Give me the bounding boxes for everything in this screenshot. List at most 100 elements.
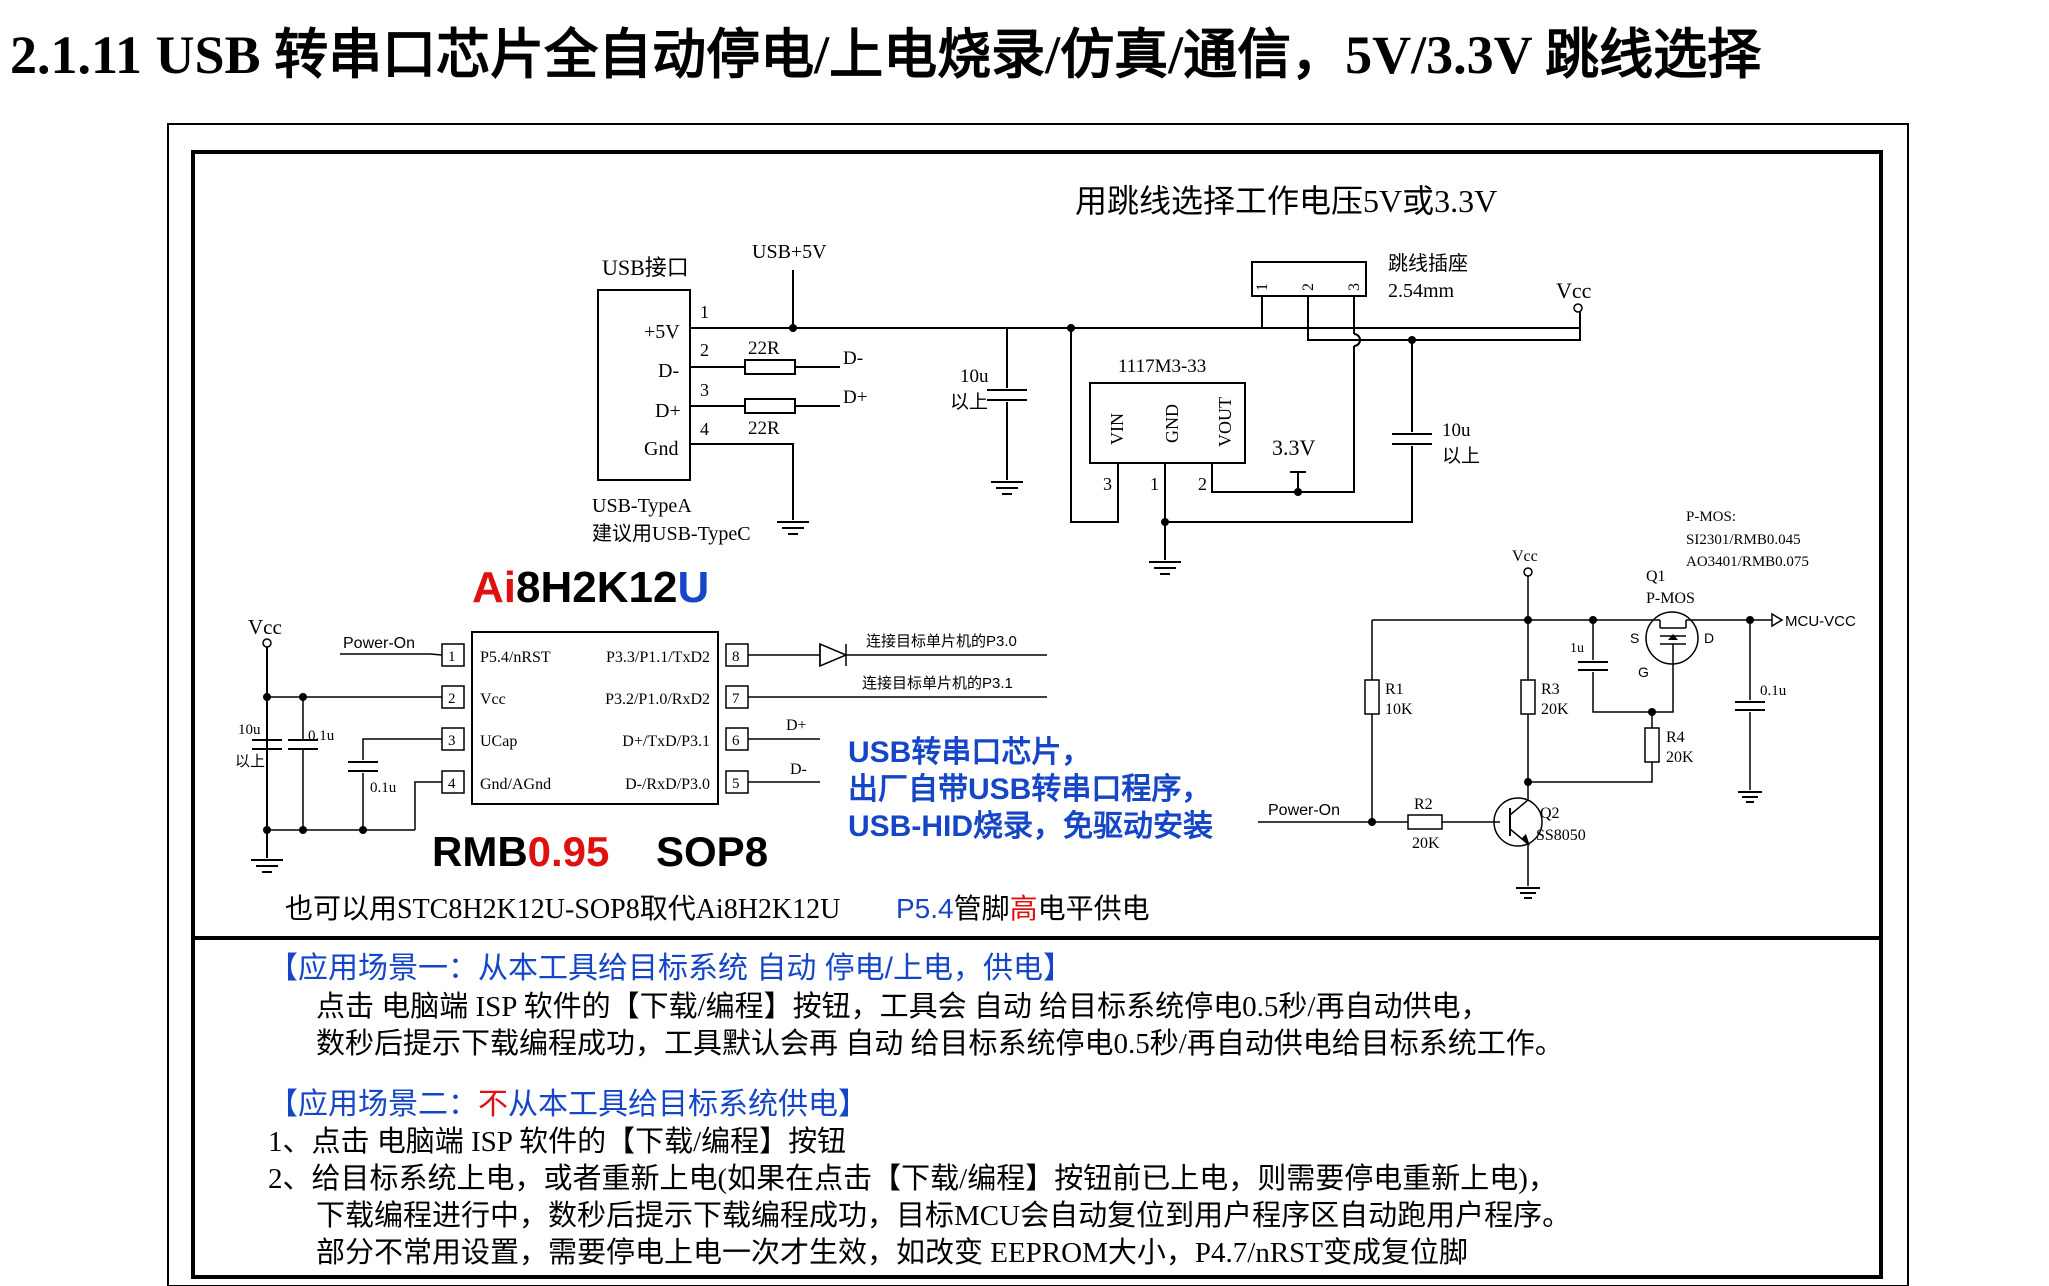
cap-10u-label: 10u (960, 366, 989, 387)
mcu-pin-dm: D-/RxD/P3.0 (625, 776, 710, 793)
usb-5v-rail-label: USB+5V (752, 241, 827, 263)
q1-g: G (1638, 664, 1649, 680)
pmos-q1 (1645, 611, 1699, 665)
ps-cap-01u: 0.1u (1760, 683, 1787, 699)
mcu-pin-txd2: P3.3/P1.1/TxD2 (606, 649, 710, 666)
usb-pin-dm: D- (658, 360, 679, 382)
usb-pin-num-4: 4 (700, 419, 709, 439)
ground-symbol (777, 521, 809, 535)
scenario1-line1: 点击 电脑端 ISP 软件的【下载/编程】按钮，工具会 自动 给目标系统停电0.… (316, 990, 1489, 1023)
jumper-pin-3: 3 (1346, 283, 1363, 291)
regulator-part: 1117M3-33 (1118, 356, 1206, 377)
res2-label: 22R (748, 418, 780, 439)
jumper-pitch: 2.54mm (1388, 280, 1455, 302)
mcu-vcc-net: MCU-VCC (1785, 613, 1856, 630)
r2-label: R2 (1414, 796, 1433, 813)
usb-type-line1: USB-TypeA (592, 495, 692, 517)
page-title: 2.1.11 USB 转串口芯片全自动停电/上电烧录/仿真/通信，5V/3.3V… (10, 25, 1762, 85)
scenario2-line1: 1、点击 电脑端 ISP 软件的【下载/编程】按钮 (268, 1125, 846, 1158)
jumper-pin-2: 2 (1300, 283, 1317, 291)
mcu-left-pins: 1 2 3 4 P5.4/nRST Vcc UCap Gnd/AGnd (441, 643, 551, 794)
ps-power-on: Power-On (1268, 802, 1340, 819)
mcu-chip: Ai8H2K12U 1 2 3 4 P5.4/nRST Vcc UCap Gnd… (235, 563, 1047, 875)
q2-type: SS8050 (1536, 827, 1586, 844)
usb-pin-num-2: 2 (700, 340, 709, 360)
resistor-r2 (1407, 814, 1443, 830)
power-switch-circuit: Vcc P-MOS: SI2301/RMB0.045 AO3401/RMB0.0… (1258, 509, 1856, 899)
mcu-dm-net: D- (790, 761, 807, 778)
usb-dm-net: D- (843, 348, 863, 369)
pmos-opt1: SI2301/RMB0.045 (1686, 532, 1801, 548)
svg-text:2: 2 (448, 691, 456, 707)
resistor-r1 (1364, 679, 1380, 715)
pmos-title: P-MOS: (1686, 509, 1736, 525)
mcu-right-pins: 8 7 6 5 P3.3/P1.1/TxD2 P3.2/P1.0/RxD2 D+… (605, 643, 749, 794)
usb-type-line2: 建议用USB-TypeC (592, 522, 751, 545)
jumper-header: 用跳线选择工作电压5V或3.3V 1 2 3 跳线插座 2.54mm Vcc (1075, 183, 1592, 493)
mcu-pin-dp: D+/TxD/P3.1 (622, 733, 710, 750)
r1-label: R1 (1385, 681, 1404, 698)
res1-label: 22R (748, 338, 780, 359)
p54-note: P5.4管脚高电平供电 (896, 893, 1150, 924)
q1-type: P-MOS (1646, 590, 1695, 607)
reg-pin-vin: VIN (1107, 413, 1127, 445)
jumper-pin-1: 1 (1254, 283, 1271, 291)
mcu-vcc-label: Vcc (248, 615, 282, 639)
scenario2-line3: 下载编程进行中，数秒后提示下载编程成功，目标MCU会自动复位到用户程序区自动跑用… (316, 1199, 1571, 1232)
reg-num-1: 1 (1150, 474, 1159, 494)
usb-dp-net: D+ (843, 387, 867, 408)
r4-value: 20K (1666, 749, 1694, 766)
mcu-price: RMB0.95 (432, 828, 609, 875)
pmos-opt2: AO3401/RMB0.075 (1686, 554, 1809, 570)
ps-vcc-label: Vcc (1512, 548, 1538, 565)
usb-connector: USB接口 +5V D- D+ Gnd 1 2 3 4 USB-TypeA 建议… (592, 241, 1580, 545)
q1-label: Q1 (1646, 568, 1666, 585)
reg-pin-gnd: GND (1162, 404, 1182, 443)
scenario-one: 【应用场景一：从本工具给目标系统 自动 停电/上电，供电】 点击 电脑端 ISP… (268, 952, 1564, 1060)
mcu-pin-ucap: UCap (480, 733, 517, 750)
mcu-pin-p54: P5.4/nRST (480, 649, 551, 666)
mcu-pin-rxd2: P3.2/P1.0/RxD2 (605, 691, 710, 708)
reg-3v3-label: 3.3V (1272, 435, 1316, 460)
resistor-r4 (1644, 727, 1660, 763)
mcu-dp-net: D+ (786, 717, 807, 734)
feature-text: USB转串口芯片， 出厂自带USB转串口程序， USB-HID烧录，免驱动安装 (848, 736, 1213, 843)
feature-line-3: USB-HID烧录，免驱动安装 (848, 810, 1213, 843)
mcu-name: Ai8H2K12U (472, 563, 709, 612)
usb-pin-num-3: 3 (700, 380, 709, 400)
cap-10u-note: 以上 (950, 391, 988, 413)
jumper-vcc: Vcc (1556, 278, 1592, 303)
r4-label: R4 (1666, 729, 1685, 746)
svg-text:5: 5 (732, 776, 740, 792)
feature-line-2: 出厂自带USB转串口程序， (848, 772, 1211, 806)
mcu-cap2-label: 0.1u (308, 728, 335, 744)
mcu-package: SOP8 (656, 828, 768, 875)
jumper-name: 跳线插座 (1388, 252, 1468, 275)
mcu-pin-vcc: Vcc (480, 691, 506, 708)
reg-cap-label: 10u (1442, 420, 1471, 441)
mcu-power-on: Power-On (343, 635, 415, 652)
q2-label: Q2 (1540, 805, 1560, 822)
resistor-22r-2 (744, 398, 796, 414)
q1-d: D (1704, 630, 1714, 646)
usb-pin-dp: D+ (655, 400, 681, 422)
scenario2-line2: 2、给目标系统上电，或者重新上电(如果在点击【下载/编程】按钮前已上电，则需要停… (268, 1162, 1557, 1195)
r1-value: 10K (1385, 701, 1413, 718)
scenario2-title: 【应用场景二：不从本工具给目标系统供电】 (268, 1088, 868, 1121)
reg-num-2: 2 (1198, 474, 1207, 494)
outer-frame (167, 123, 1909, 1286)
mcu-pin-gnd: Gnd/AGnd (480, 776, 551, 793)
usb-pin-5v: +5V (644, 321, 680, 343)
conn-p30-label: 连接目标单片机的P3.0 (866, 633, 1017, 650)
r3-label: R3 (1541, 681, 1560, 698)
resistor-r3 (1520, 679, 1536, 715)
svg-text:1: 1 (448, 649, 456, 665)
svg-text:7: 7 (732, 691, 740, 707)
cap-1u-label: 1u (1570, 641, 1584, 656)
reg-cap-note: 以上 (1442, 445, 1480, 467)
q1-s: S (1630, 630, 1639, 646)
scenario-two: 【应用场景二：不从本工具给目标系统供电】 1、点击 电脑端 ISP 软件的【下载… (268, 1088, 1571, 1269)
regulator-1117: 1117M3-33 VIN GND VOUT 3 1 2 3.3V 10u 以上 (1070, 328, 1480, 575)
mcu-cap3-label: 0.1u (370, 780, 397, 796)
